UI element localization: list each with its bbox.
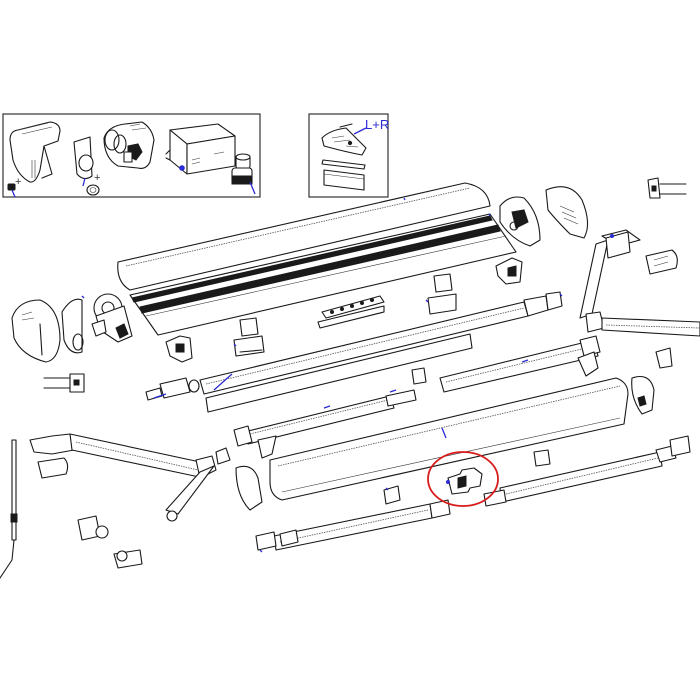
motor-unit-part <box>103 121 155 169</box>
awning-bracket-right <box>425 273 457 315</box>
front-profile-part <box>233 389 417 447</box>
valance-end-cap-left <box>215 435 277 465</box>
valance-end-cover-left <box>235 465 263 511</box>
bottom-bracket-center <box>383 485 401 505</box>
right-folding-arm-part <box>579 229 700 337</box>
crank-bracket-part <box>77 515 109 541</box>
left-end-bracket-part <box>165 335 193 363</box>
plus-mark: + <box>15 176 21 188</box>
bottom-left-coupling-part <box>255 529 299 553</box>
plus-mark: + <box>94 172 100 184</box>
leader-line <box>353 127 367 135</box>
bottom-bracket-right <box>533 449 551 467</box>
left-drive-coupling-part <box>145 377 191 401</box>
bracket-plate-part <box>321 123 367 156</box>
awning-bracket-left <box>233 317 265 357</box>
left-end-cap-part <box>11 299 61 363</box>
cassette-profile-part <box>129 213 517 336</box>
left-bearing-part <box>61 295 85 354</box>
right-gear-housing-part <box>499 196 541 247</box>
top-cover-profile-part <box>117 182 491 291</box>
screw-part <box>7 183 16 198</box>
valance-end-cover-right <box>631 375 655 415</box>
bushing-part <box>86 184 100 196</box>
motor-plug-part <box>231 153 256 195</box>
channel-profile-part <box>323 169 365 191</box>
lead-rail-part <box>205 333 601 413</box>
center-rail-part <box>317 295 385 329</box>
center-connector-part <box>411 367 427 385</box>
control-box-part <box>165 123 236 175</box>
valance-end-cap-right <box>577 347 673 377</box>
front-valance-part <box>269 377 629 501</box>
spacer-bar-part <box>321 159 366 170</box>
adapter-ring-part <box>73 136 94 187</box>
arm-clamp-left <box>37 457 69 479</box>
roller-tube-part <box>188 291 563 395</box>
highlight-circle <box>427 451 499 507</box>
lr-label: L+R <box>365 117 389 132</box>
left-folding-arm-part <box>29 433 217 522</box>
center-bracket-part <box>446 467 483 495</box>
bottom-right-end-part <box>669 435 691 457</box>
right-end-cap-part <box>545 186 589 239</box>
bottom-support-bar-part <box>273 445 677 551</box>
right-end-bracket-part <box>495 257 523 285</box>
left-wall-bracket-part <box>43 373 85 393</box>
end-cap-cover-part <box>9 121 61 183</box>
arm-clamp-part <box>645 249 678 275</box>
wall-mount-bracket-part <box>113 549 143 569</box>
wall-bracket-top-right <box>647 177 687 199</box>
inset-motor-kit: + + <box>2 113 261 198</box>
inset-bracket-kit: L+R <box>308 113 389 198</box>
crank-rod-part <box>0 439 18 579</box>
left-gear-housing-part <box>91 293 133 343</box>
